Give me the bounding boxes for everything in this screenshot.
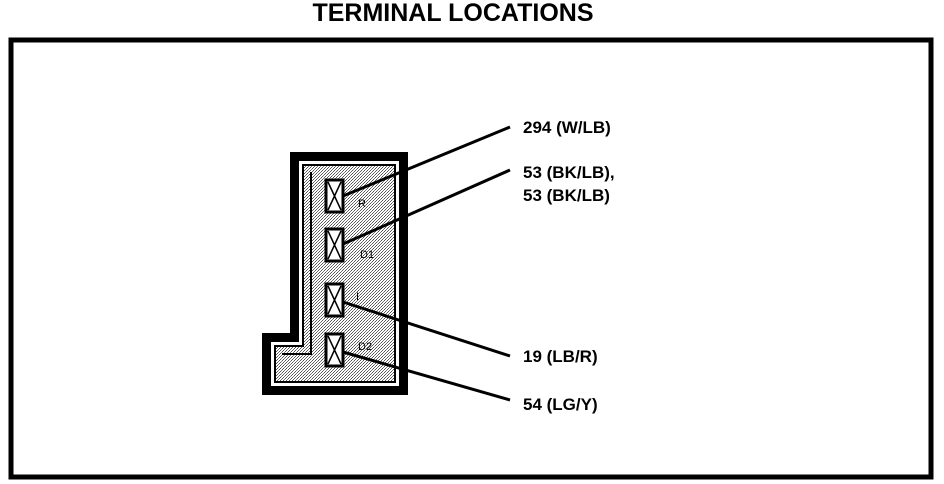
terminal-pin-d1: [324, 227, 345, 263]
connector-body: [262, 152, 408, 395]
leader-line-19: [342, 300, 511, 358]
wire-label-294: 294 (W/LB): [523, 118, 611, 137]
terminal-pin-r: [324, 178, 345, 214]
leader-line-53: [342, 168, 511, 246]
wire-label-54: 54 (LG/Y): [523, 395, 598, 414]
wire-label-53-second: 53 (BK/LB): [523, 186, 610, 205]
diagram-title: TERMINAL LOCATIONS: [312, 0, 593, 27]
terminal-pin-i: [324, 282, 345, 318]
terminal-pin-d2: [324, 332, 345, 368]
wire-label-53-first: 53 (BK/LB),: [523, 163, 615, 182]
pin-label-d1: D1: [360, 249, 374, 261]
pin-label-i: I: [356, 291, 359, 303]
pin-label-d2: D2: [358, 341, 372, 353]
leader-line-54: [342, 350, 511, 402]
diagram-frame: [8, 37, 934, 480]
pin-label-r: R: [358, 198, 366, 210]
wire-label-19: 19 (LB/R): [523, 347, 598, 366]
leader-line-294: [342, 125, 511, 198]
